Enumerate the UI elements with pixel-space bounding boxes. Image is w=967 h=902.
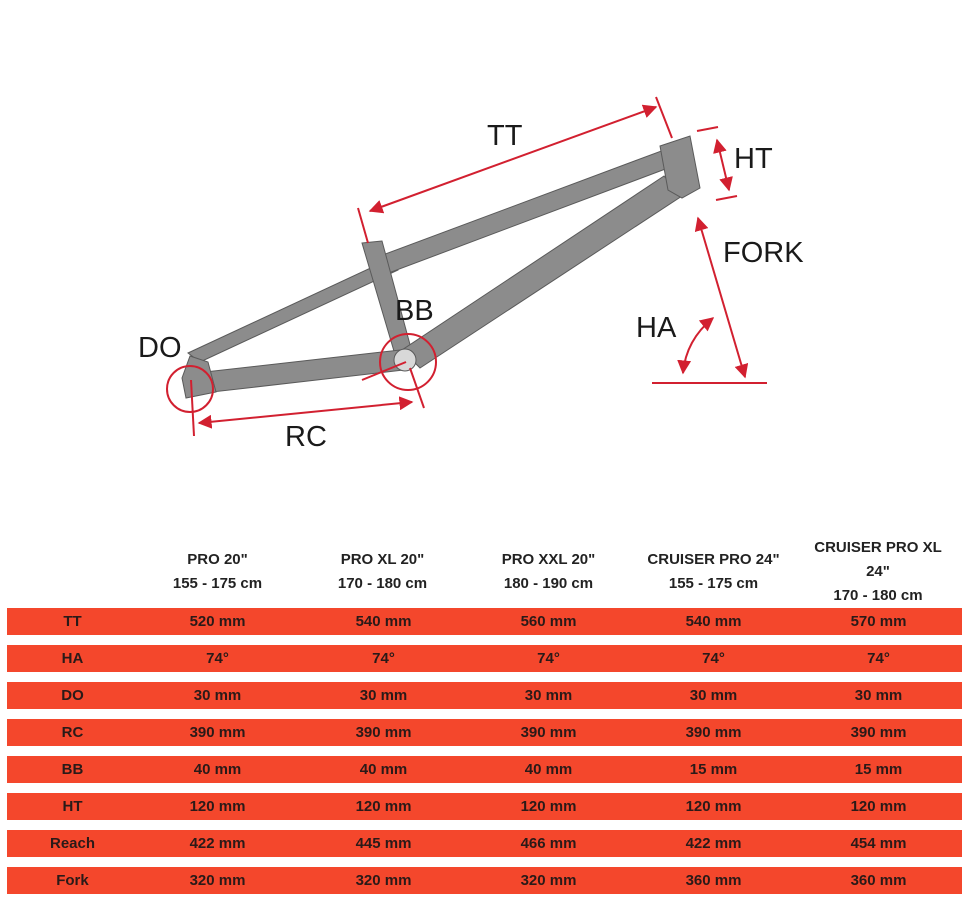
- cell-value: 30 mm: [524, 687, 573, 704]
- cell-value: 570 mm: [850, 613, 907, 630]
- cell-value: 15 mm: [689, 761, 738, 778]
- cell-value: 74°: [206, 650, 229, 667]
- column-header: CRUISER PRO 24" 155 - 175 cm: [631, 548, 796, 596]
- label-ht: HT: [734, 143, 773, 175]
- cell-value: 120 mm: [355, 798, 412, 815]
- cell-value: 466 mm: [520, 835, 577, 852]
- bike-frame: [181, 135, 701, 399]
- cell-value: 74°: [867, 650, 890, 667]
- table-row: HT 120 mm 120 mm 120 mm 120 mm 120 mm: [7, 793, 962, 820]
- label-tt: TT: [487, 120, 523, 152]
- rider-height: 155 - 175 cm: [172, 575, 263, 592]
- cell-value: 40 mm: [193, 761, 242, 778]
- row-label: TT: [63, 613, 82, 630]
- cell-value: 120 mm: [520, 798, 577, 815]
- cell-value: 360 mm: [850, 872, 907, 889]
- cell-value: 422 mm: [685, 835, 742, 852]
- label-bb: BB: [395, 295, 434, 327]
- bottom-bracket-shell: [393, 348, 417, 372]
- model-name: PRO XL 20": [340, 551, 425, 568]
- cell-value: 520 mm: [189, 613, 246, 630]
- row-label: RC: [61, 724, 84, 741]
- cell-value: 540 mm: [685, 613, 742, 630]
- row-label: DO: [61, 687, 84, 704]
- fork-arrow: [694, 216, 749, 379]
- cell-value: 30 mm: [359, 687, 408, 704]
- cell-value: 15 mm: [854, 761, 903, 778]
- cell-value: 454 mm: [850, 835, 907, 852]
- cell-value: 560 mm: [520, 613, 577, 630]
- column-header: PRO 20" 155 - 175 cm: [135, 548, 300, 596]
- row-label: HA: [61, 650, 84, 667]
- cell-value: 540 mm: [355, 613, 412, 630]
- cell-value: 120 mm: [850, 798, 907, 815]
- rider-height: 180 - 190 cm: [503, 575, 594, 592]
- table-row: Fork 320 mm 320 mm 320 mm 360 mm 360 mm: [7, 867, 962, 894]
- cell-value: 30 mm: [193, 687, 242, 704]
- cell-value: 74°: [702, 650, 725, 667]
- table-row: HA 74° 74° 74° 74° 74°: [7, 645, 962, 672]
- measure-lines: [166, 96, 767, 437]
- table-row: BB 40 mm 40 mm 40 mm 15 mm 15 mm: [7, 756, 962, 783]
- cell-value: 40 mm: [524, 761, 573, 778]
- model-name: PRO 20": [187, 551, 248, 568]
- chain-stay: [204, 349, 405, 393]
- row-label: BB: [61, 761, 84, 778]
- table-row: TT 520 mm 540 mm 560 mm 540 mm 570 mm: [7, 608, 962, 635]
- label-rc: RC: [285, 421, 327, 453]
- cell-value: 120 mm: [685, 798, 742, 815]
- label-fork: FORK: [723, 237, 804, 269]
- cell-value: 120 mm: [189, 798, 246, 815]
- label-do: DO: [138, 332, 182, 364]
- column-header: PRO XXL 20" 180 - 190 cm: [466, 548, 631, 596]
- cell-value: 390 mm: [189, 724, 246, 741]
- cell-value: 320 mm: [355, 872, 412, 889]
- row-label: Fork: [56, 872, 89, 889]
- cell-value: 320 mm: [189, 872, 246, 889]
- cell-value: 390 mm: [355, 724, 412, 741]
- rc-arrow: [197, 396, 414, 429]
- cell-value: 74°: [537, 650, 560, 667]
- cell-value: 360 mm: [685, 872, 742, 889]
- cell-value: 445 mm: [355, 835, 412, 852]
- rider-height: 155 - 175 cm: [668, 575, 759, 592]
- frame-geometry-diagram: TT HT FORK HA BB DO RC: [138, 96, 804, 453]
- ht-arrow: [713, 138, 733, 192]
- cell-value: 390 mm: [685, 724, 742, 741]
- dropout: [181, 355, 217, 399]
- model-name: CRUISER PRO XL 24": [814, 539, 942, 580]
- table-row: DO 30 mm 30 mm 30 mm 30 mm 30 mm: [7, 682, 962, 709]
- cell-value: 30 mm: [854, 687, 903, 704]
- tt-arrow: [368, 104, 658, 214]
- column-header: PRO XL 20" 170 - 180 cm: [300, 548, 465, 596]
- row-label: Reach: [49, 835, 96, 852]
- cell-value: 390 mm: [850, 724, 907, 741]
- label-ha: HA: [636, 312, 677, 344]
- cell-value: 40 mm: [359, 761, 408, 778]
- model-name: PRO XXL 20": [501, 551, 596, 568]
- cell-value: 422 mm: [189, 835, 246, 852]
- bb-circle: [379, 333, 437, 391]
- cell-value: 30 mm: [689, 687, 738, 704]
- cell-value: 320 mm: [520, 872, 577, 889]
- row-label: HT: [62, 798, 83, 815]
- column-header: CRUISER PRO XL 24" 170 - 180 cm: [803, 536, 953, 608]
- seat-stay: [187, 257, 399, 363]
- head-tube: [659, 135, 701, 199]
- cell-value: 74°: [372, 650, 395, 667]
- rider-height: 170 - 180 cm: [337, 575, 428, 592]
- rider-height: 170 - 180 cm: [833, 587, 923, 604]
- cell-value: 390 mm: [520, 724, 577, 741]
- model-name: CRUISER PRO 24": [647, 551, 780, 568]
- ha-arc-arrow: [677, 317, 715, 375]
- table-row: Reach 422 mm 445 mm 466 mm 422 mm 454 mm: [7, 830, 962, 857]
- do-circle: [166, 365, 214, 413]
- table-row: RC 390 mm 390 mm 390 mm 390 mm 390 mm: [7, 719, 962, 746]
